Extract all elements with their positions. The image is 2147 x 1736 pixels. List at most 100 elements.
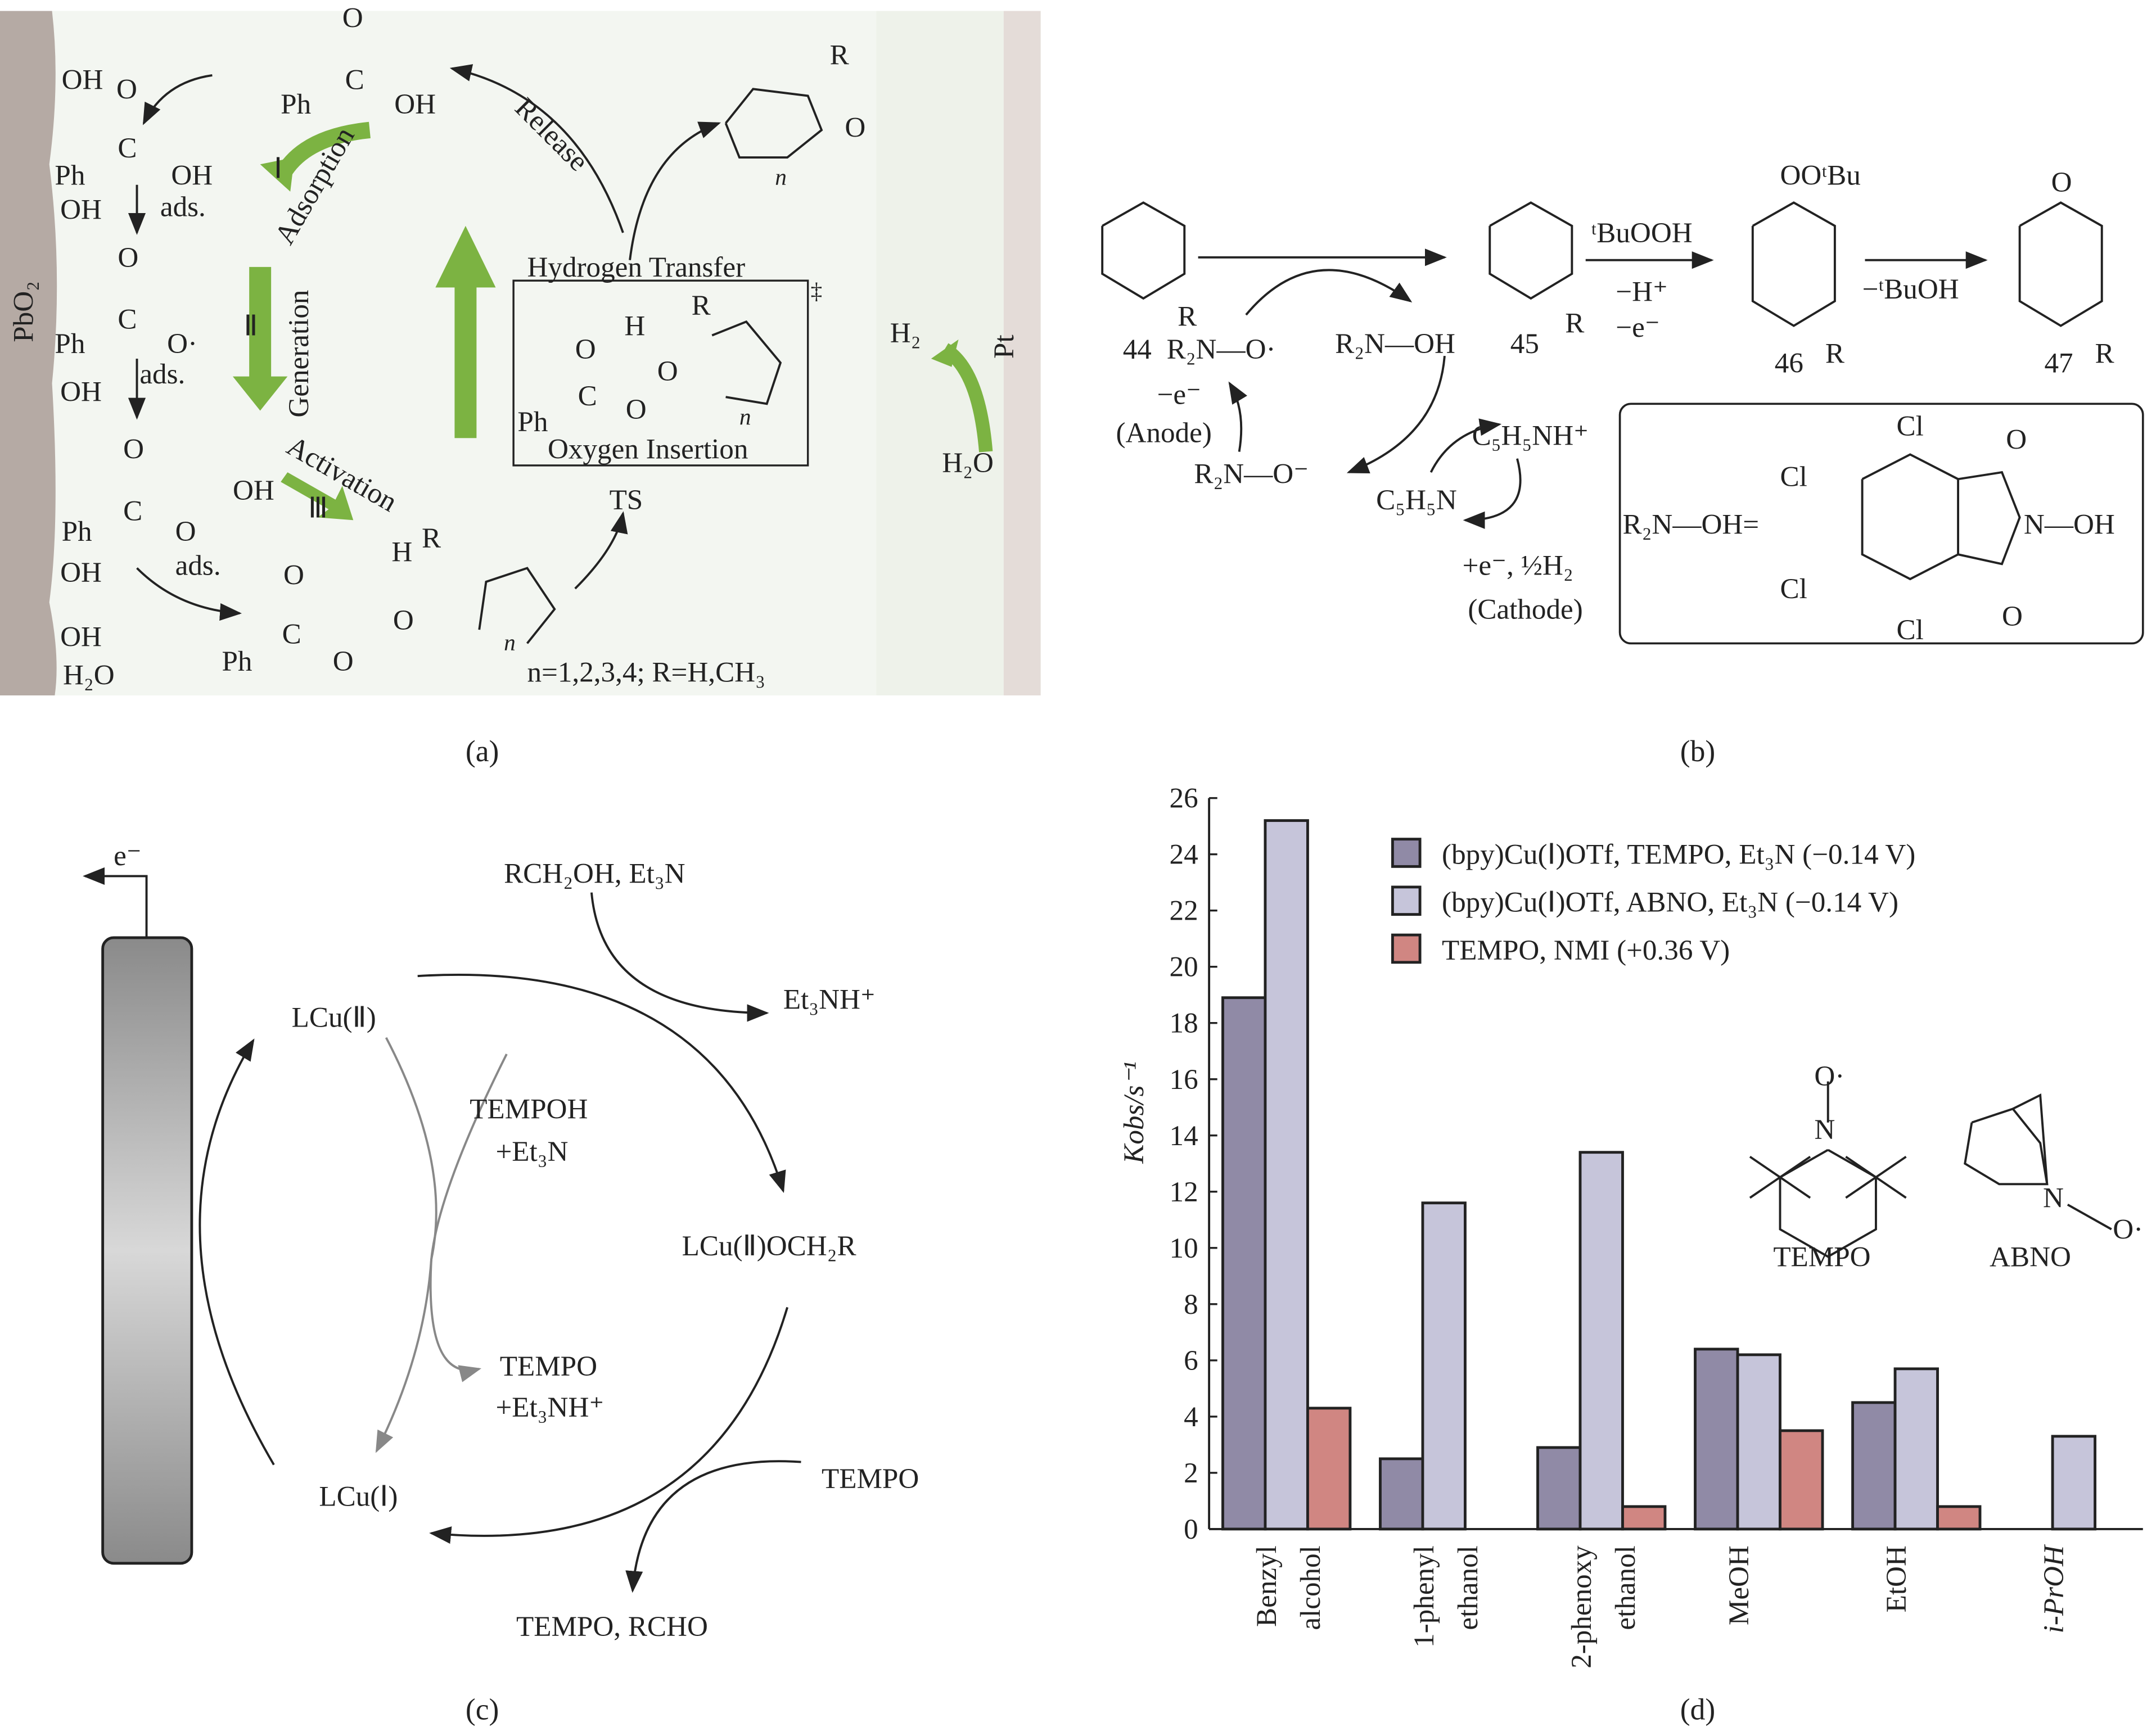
text-label: Cl xyxy=(1896,614,1923,646)
panel-b-label: (b) xyxy=(1680,734,1715,768)
legend-swatch xyxy=(1391,885,1422,916)
text-label: LCu(Ⅱ) xyxy=(292,1001,376,1033)
text-label: OH xyxy=(60,557,102,589)
ts-dagger: ‡ xyxy=(811,278,823,304)
text-label: R xyxy=(1825,337,1845,369)
text-label: −e⁻ xyxy=(1616,311,1660,343)
y-tick-label: 18 xyxy=(1170,1007,1198,1039)
text-label: O xyxy=(283,559,304,591)
text-label: O xyxy=(116,73,137,105)
ts-label: TS xyxy=(610,484,643,516)
text-label: 44 xyxy=(1123,333,1152,365)
text-label: OOᵗBu xyxy=(1780,160,1861,192)
text-label: O xyxy=(845,112,865,144)
x-tick-label: 2-phenoxy xyxy=(1566,1545,1598,1669)
text-label: R₂N—O⁻ xyxy=(1194,458,1309,490)
bar xyxy=(1779,1429,1824,1531)
text-label: O xyxy=(393,604,414,636)
bar xyxy=(1264,819,1309,1531)
conditions: n=1,2,3,4; R=H,CH₃ xyxy=(527,657,765,689)
y-tick-label: 8 xyxy=(1184,1289,1198,1321)
text-label: OH xyxy=(60,376,102,408)
text-label: O xyxy=(626,394,647,426)
panel-a-label: (a) xyxy=(466,734,499,768)
text-label: ads. xyxy=(160,191,206,223)
x-tick-label: ethanol xyxy=(1609,1545,1641,1630)
text-label: ᵗBuOOH xyxy=(1591,217,1692,249)
bar xyxy=(1421,1201,1467,1531)
y-tick-label: 16 xyxy=(1170,1064,1198,1096)
text-label: O xyxy=(333,645,354,677)
h2o-label: H₂O xyxy=(942,447,994,479)
text-label: N—OH xyxy=(2024,509,2115,541)
text-label: −H⁺ xyxy=(1616,276,1668,308)
text-label: R xyxy=(830,39,850,71)
text-label: O xyxy=(2006,424,2027,456)
text-label: Ph xyxy=(55,160,85,192)
text-label: R xyxy=(692,290,711,322)
step-2: Ⅱ xyxy=(243,310,258,342)
text-label: O xyxy=(575,333,596,365)
text-label: −e⁻ xyxy=(1157,378,1202,410)
bar xyxy=(2051,1435,2096,1531)
bar xyxy=(1893,1367,1939,1531)
y-tick-label: 24 xyxy=(1170,839,1198,871)
y-tick-label: 10 xyxy=(1170,1232,1198,1264)
x-tick-label: i-PrOH xyxy=(2038,1544,2070,1633)
text-label: ads. xyxy=(175,550,221,582)
text-label: n xyxy=(775,164,787,190)
legend-label: (bpy)Cu(Ⅰ)OTf, ABNO, Et₃N (−0.14 V) xyxy=(1442,887,1898,919)
tempo-structure: O· N TEMPO xyxy=(1749,1060,1907,1273)
anode-label: PbO₂ xyxy=(7,281,39,342)
bar xyxy=(1536,1446,1582,1531)
text-label: H xyxy=(624,310,645,342)
text-label: +Et₃N xyxy=(495,1136,568,1168)
y-tick-label: 6 xyxy=(1184,1345,1198,1377)
bar xyxy=(1851,1401,1897,1531)
y-axis-label: Kobs/s⁻¹ xyxy=(1118,1061,1150,1164)
electrode xyxy=(101,936,193,1565)
panel-d-chart: Kobs/s⁻¹ (bpy)Cu(Ⅰ)OTf, TEMPO, Et₃N (−0.… xyxy=(1118,783,2143,1726)
bar xyxy=(1936,1505,1982,1531)
text-label: n xyxy=(504,630,516,655)
nhpi-structure-box xyxy=(1618,403,2144,645)
text-label: OH xyxy=(171,160,213,192)
text-label: O xyxy=(2002,600,2023,632)
legend-label: TEMPO, NMI (+0.36 V) xyxy=(1442,934,1730,966)
text-label: C xyxy=(578,380,597,412)
text-label: OH xyxy=(233,474,274,507)
panel-d-label: (d) xyxy=(1680,1692,1715,1726)
text-label: O· xyxy=(2113,1214,2143,1246)
bar xyxy=(1306,1407,1352,1531)
text-label: (Cathode) xyxy=(1468,594,1582,626)
y-tick-label: 14 xyxy=(1170,1120,1198,1152)
text-label: Ph xyxy=(517,406,548,438)
text-label: R₂N—OH xyxy=(1335,328,1455,360)
text-label: Ph xyxy=(222,645,252,677)
abno-structure: N O· ABNO xyxy=(1964,1093,2143,1273)
x-tick-label: MeOH xyxy=(1723,1545,1755,1625)
pbo2-electrode xyxy=(0,11,57,695)
text-label: TEMPO xyxy=(500,1350,597,1382)
bar xyxy=(1736,1353,1781,1531)
text-label: Cl xyxy=(1780,573,1807,605)
text-label: 46 xyxy=(1775,347,1803,379)
text-label: R xyxy=(422,522,441,554)
y-tick-label: 12 xyxy=(1170,1176,1198,1208)
text-label: C xyxy=(123,495,142,527)
text-label: +e⁻, ½H₂ xyxy=(1463,550,1573,582)
step-3: Ⅲ xyxy=(308,492,328,524)
x-tick-label: EtOH xyxy=(1880,1545,1913,1612)
green-arrow-generation xyxy=(232,266,288,411)
text-label: RCH₂OH, Et₃N xyxy=(504,858,685,890)
step-generation: Generation xyxy=(283,290,315,418)
bar xyxy=(1221,996,1267,1531)
bar xyxy=(1694,1348,1739,1531)
green-arrow-release xyxy=(435,225,496,438)
text-label: R xyxy=(2095,337,2115,369)
